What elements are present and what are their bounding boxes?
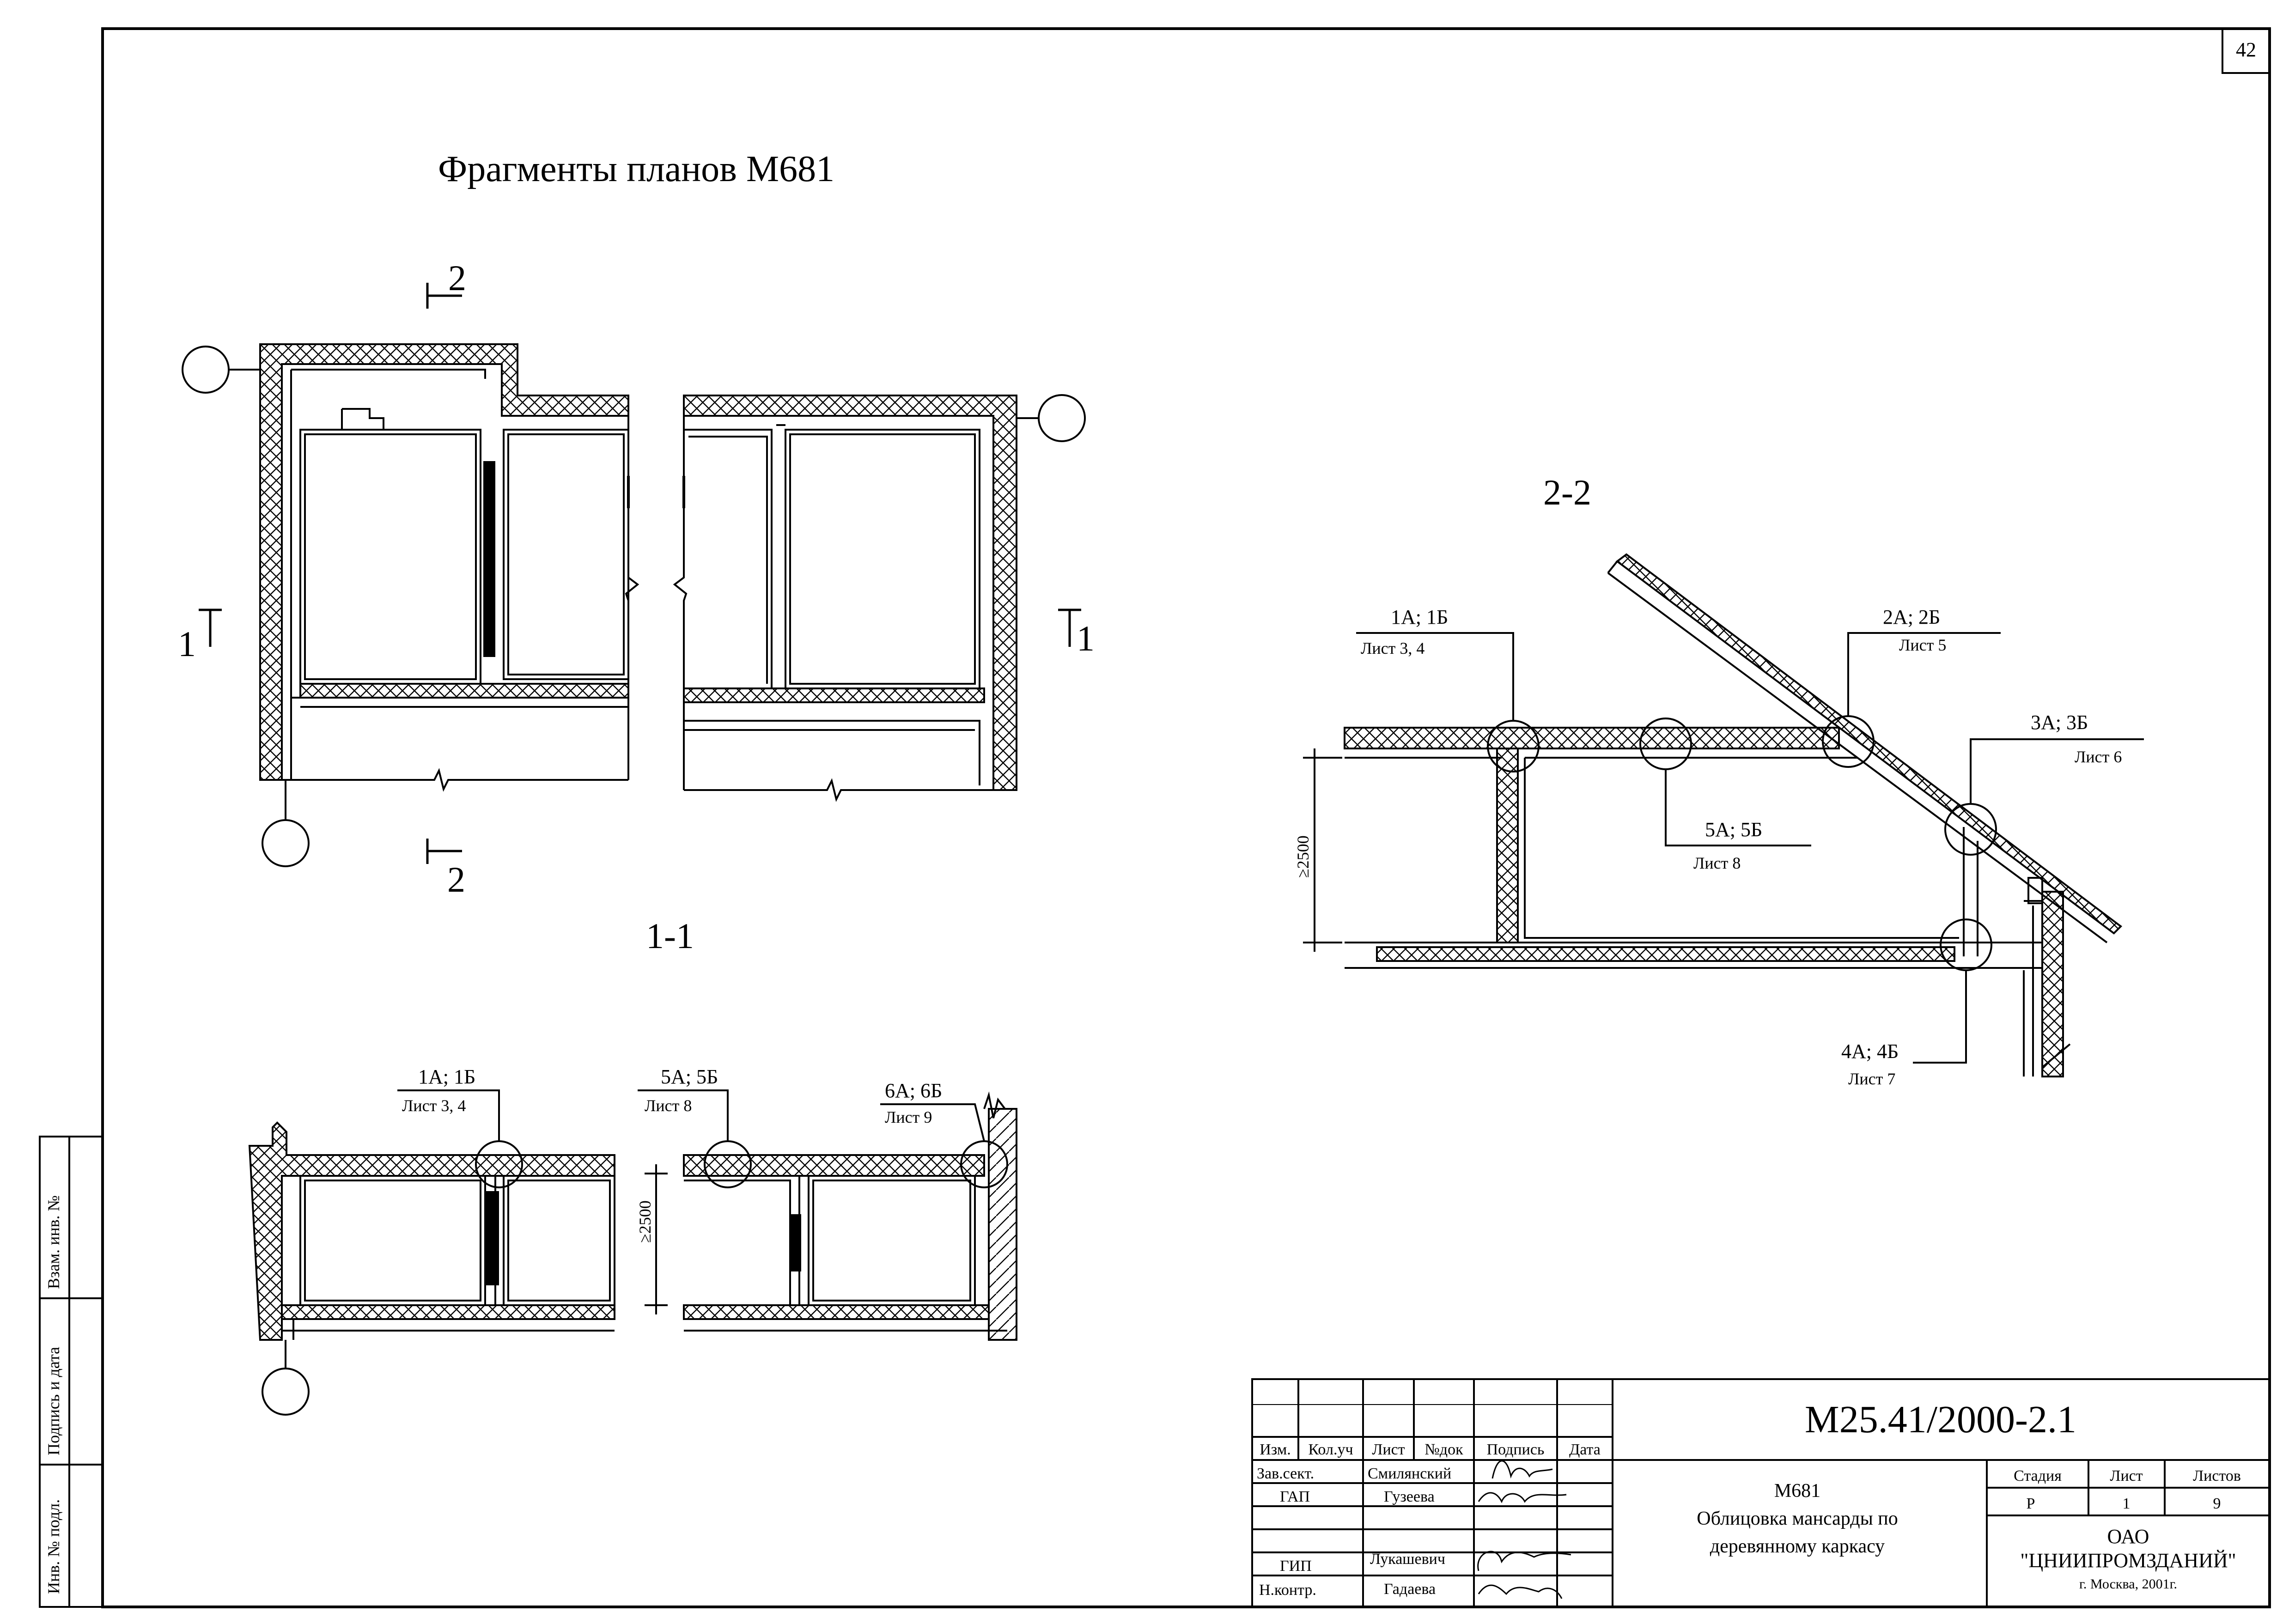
s11-callout-1-ref: 1А; 1Б [418, 1065, 475, 1088]
tb-role-3: ГИП [1280, 1557, 1312, 1575]
sheet-title: Фрагменты планов М681 [438, 149, 834, 189]
s22-callout-4-ref: 5А; 5Б [1705, 818, 1762, 841]
section-1-1-title: 1-1 [646, 916, 694, 956]
plan-cut-1-left: 1 [178, 624, 196, 664]
tb-h-list: Лист [1372, 1441, 1405, 1458]
tb-sheets-label: Листов [2193, 1467, 2241, 1484]
s11-callout-3-ref: 6А; 6Б [885, 1079, 942, 1102]
tb-role-2: ГАП [1280, 1488, 1310, 1505]
s22-callout-1-ref: 1А; 1Б [1391, 606, 1448, 628]
sheet-number: 42 [2236, 38, 2256, 61]
side-stamp [39, 1136, 103, 1608]
tb-org-1: ОАО [2107, 1525, 2149, 1548]
tb-name-3: Лукашевич [1370, 1551, 1445, 1568]
tb-sheet: 1 [2123, 1495, 2131, 1512]
s22-dimension: ≥2500 [1294, 835, 1312, 878]
plan-cut-label-top: 2 [448, 258, 466, 298]
tb-desc-3: деревянному каркасу [1710, 1536, 1885, 1557]
tb-h-izm: Изм. [1260, 1441, 1291, 1458]
sheet-number-box [2222, 28, 2271, 74]
s22-callout-2-ref: 2А; 2Б [1883, 606, 1940, 628]
tb-h-sign: Подпись [1487, 1441, 1545, 1458]
s11-callout-1-sheet: Лист 3, 4 [402, 1096, 466, 1115]
s22-callout-2-sheet: Лист 5 [1899, 636, 1946, 654]
s22-callout-5-sheet: Лист 7 [1848, 1070, 1895, 1088]
title-block [1251, 1378, 2271, 1608]
tb-stage-label: Стадия [2014, 1467, 2062, 1484]
tb-org-3: г. Москва, 2001г. [2079, 1576, 2177, 1592]
section-1-1-drawing [248, 1089, 1017, 1416]
s22-callout-3-ref: 3А; 3Б [2031, 711, 2088, 734]
section-2-2-title: 2-2 [1543, 472, 1591, 512]
tb-name-1: Смилянский [1368, 1465, 1451, 1482]
tb-org-2: "ЦНИИПРОМЗДАНИЙ" [2020, 1549, 2236, 1572]
tb-desc-1: М681 [1774, 1480, 1820, 1502]
title-block-code: М25.41/2000-2.1 [1805, 1398, 2076, 1441]
plan-fragment [182, 283, 1086, 867]
tb-sheet-label: Лист [2110, 1467, 2143, 1484]
s11-callout-3-sheet: Лист 9 [885, 1108, 932, 1126]
section-2-2-drawing [1303, 553, 2144, 1077]
s22-callout-3-sheet: Лист 6 [2075, 748, 2122, 766]
tb-stage: Р [2027, 1495, 2035, 1512]
tb-h-ndok: №док [1424, 1441, 1463, 1458]
side-stamp-inv: Инв. № подл. [44, 1499, 63, 1594]
s11-dimension: ≥2500 [636, 1200, 654, 1243]
tb-name-2: Гузеева [1384, 1488, 1435, 1505]
tb-desc-2: Облицовка мансарды по [1697, 1508, 1898, 1529]
plan-cut-1-right: 1 [1077, 618, 1095, 658]
tb-role-4: Н.контр. [1259, 1581, 1316, 1599]
tb-h-kol: Кол.уч [1308, 1441, 1353, 1458]
s11-callout-2-sheet: Лист 8 [645, 1096, 692, 1115]
sheet-frame [101, 27, 2271, 1608]
side-stamp-replace: Взам. инв. № [44, 1195, 63, 1289]
tb-role-1: Зав.сект. [1257, 1465, 1314, 1482]
signatures [1477, 1460, 1571, 1599]
tb-h-date: Дата [1569, 1441, 1601, 1458]
s11-callout-2-ref: 5А; 5Б [661, 1065, 718, 1088]
tb-sheets: 9 [2213, 1495, 2221, 1512]
s22-callout-5-ref: 4А; 4Б [1841, 1040, 1899, 1063]
plan-cut-label-bottom: 2 [447, 859, 465, 900]
tb-name-4: Гадаева [1384, 1581, 1436, 1598]
side-stamp-sign: Подпись и дата [44, 1347, 63, 1455]
s22-callout-1-sheet: Лист 3, 4 [1361, 639, 1424, 657]
s22-callout-4-sheet: Лист 8 [1693, 854, 1741, 872]
